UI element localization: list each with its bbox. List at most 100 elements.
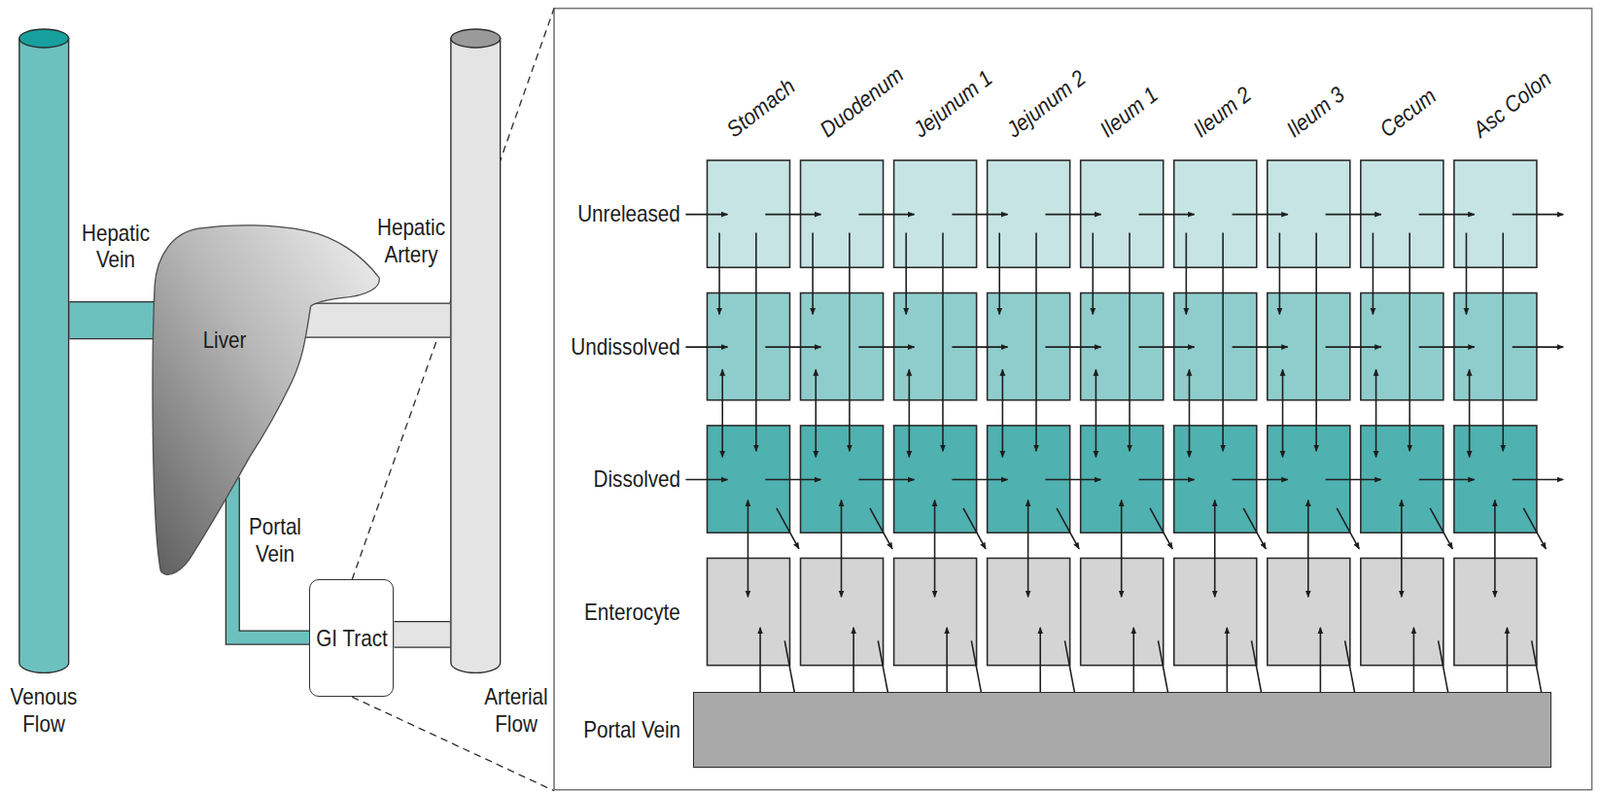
vessel-fill (232, 477, 310, 638)
flow-arrow (755, 233, 758, 453)
flow-arrow (1149, 508, 1173, 550)
flow-arrow (1307, 500, 1310, 598)
vessel-body (19, 38, 70, 674)
vessel-label: Hepatic Artery (377, 213, 446, 268)
flow-arrow (858, 346, 914, 348)
vessel-outline (69, 301, 157, 340)
flow-arrow (1512, 479, 1564, 482)
column-header: Ileum 2 (1187, 80, 1257, 143)
flow-arrow (747, 500, 750, 598)
column-header: Jejunum 1 (907, 64, 999, 143)
flow-arrow (951, 346, 1008, 348)
flow-arrow (1325, 346, 1382, 348)
flow-arrow (1325, 213, 1382, 216)
flow-arrow (1419, 479, 1475, 482)
flow-arrow (1429, 508, 1453, 550)
flow-arrow (1468, 369, 1471, 457)
flow-arrow (908, 369, 911, 457)
row-label: Undissolved (571, 333, 681, 361)
vessel-fill (302, 304, 451, 338)
flow-arrow (1523, 508, 1546, 550)
vessel-connector (394, 633, 451, 635)
vessel-label: Hepatic Vein (81, 219, 150, 274)
vessel-body (451, 38, 501, 674)
flow-arrow (765, 346, 821, 348)
flow-arrow (1282, 369, 1285, 457)
node-label: Liver (203, 326, 247, 354)
column-header: Duodenum (814, 61, 909, 143)
flow-arrow (963, 508, 986, 550)
flow-arrow (1512, 346, 1564, 348)
flow-arrow (934, 500, 937, 598)
vessel-label: Portal Vein (248, 513, 302, 567)
flow-arrow (1139, 479, 1195, 482)
flow-arrow (998, 233, 1001, 315)
flow-arrow (1232, 479, 1288, 482)
vessel-opening (19, 29, 70, 48)
node-label: GI Tract (315, 625, 387, 653)
vessel-opening (451, 29, 501, 48)
flow-arrow (1188, 369, 1191, 457)
zoom-panel (554, 8, 1593, 791)
flow-arrow (1044, 213, 1101, 216)
flow-arrow (1336, 508, 1359, 550)
flow-arrow (1221, 233, 1224, 453)
column-header: Cecum (1374, 82, 1442, 143)
vessel-outline (302, 303, 451, 339)
flow-arrow (1139, 346, 1195, 348)
flow-arrow (1375, 369, 1378, 457)
row-label: Unreleased (578, 200, 682, 228)
vessel-fill (394, 622, 451, 647)
flow-arrow (1279, 233, 1282, 315)
vessel-shape (450, 28, 501, 673)
flow-arrow (765, 213, 821, 216)
flow-arrow (1512, 213, 1564, 216)
node-label: Portal Vein (583, 716, 681, 744)
gi-tract-box: GI Tract (309, 579, 394, 697)
flow-arrow (1419, 213, 1475, 216)
flow-arrow (941, 233, 944, 453)
flow-arrow (718, 233, 721, 315)
flow-arrow (1044, 346, 1101, 348)
flow-arrow (765, 479, 821, 482)
flow-arrow (1035, 233, 1038, 453)
vessel-shape (18, 28, 70, 673)
flow-arrow (840, 500, 843, 598)
vessel-outline (394, 621, 451, 649)
flow-arrow (1044, 479, 1101, 482)
flow-arrow (951, 479, 1008, 482)
flow-arrow (811, 233, 814, 315)
flow-arrow (1494, 500, 1496, 598)
row-label: Enterocyte (585, 598, 682, 627)
venous-vessel: Venous Flow (18, 28, 70, 673)
flow-arrow (1232, 213, 1288, 216)
flow-arrow (1400, 500, 1403, 598)
compartment-grid (685, 160, 1564, 769)
node-label: Venous Flow (10, 683, 78, 737)
flow-arrow (1139, 213, 1195, 216)
flow-arrow (1419, 346, 1475, 348)
vessel-outline (232, 477, 310, 638)
flow-arrow (1056, 508, 1079, 550)
flow-arrow (1408, 233, 1411, 453)
flow-arrow (1095, 369, 1098, 457)
flow-arrow (1002, 369, 1005, 457)
flow-arrow (951, 213, 1008, 216)
flow-arrow (1214, 500, 1217, 598)
flow-arrow (1465, 233, 1468, 315)
flow-arrow (904, 233, 907, 315)
column-header: Stomach (721, 72, 801, 143)
flow-arrow (848, 233, 851, 453)
flow-arrow (1325, 479, 1382, 482)
column-header: Jejunum 2 (1001, 64, 1092, 143)
flow-arrow (1232, 346, 1288, 348)
portal-vein-bar: Portal Vein (693, 692, 1552, 769)
flow-arrow (1120, 500, 1123, 598)
flow-arrow (858, 479, 914, 482)
flow-arrow (1185, 233, 1188, 315)
flow-arrow (1128, 233, 1131, 453)
flow-arrow (858, 213, 914, 216)
column-header: Ileum 1 (1094, 80, 1164, 143)
flow-arrow (1501, 233, 1504, 453)
